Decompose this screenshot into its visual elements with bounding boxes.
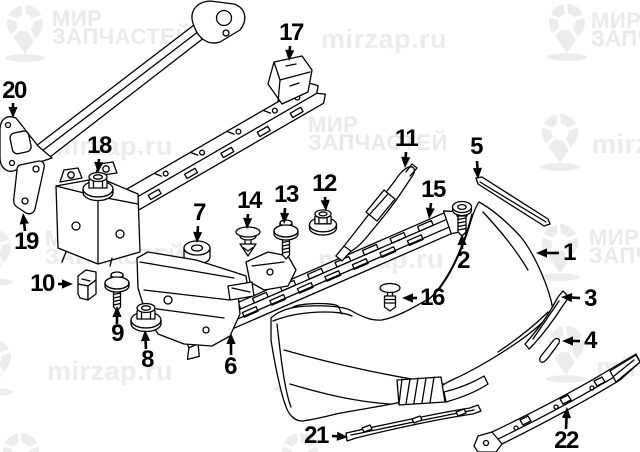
callout-arrow-head-13 [280,212,290,224]
callout-arrow-head-19 [19,213,29,225]
callout-arrow-head-14 [243,217,253,229]
callout-label-22: 22 [554,427,579,452]
callout-label-20: 20 [2,77,27,104]
part-22-diffuser-drawing [474,354,640,452]
callout-arrow-head-3 [561,292,573,303]
callout-label-11: 11 [394,125,419,152]
callout-label-6: 6 [224,353,237,380]
callout-arrow-stem-22 [564,417,568,430]
callout-arrow-head-10 [62,279,73,289]
part-1-bumper-cover-drawing [271,202,553,421]
callout-arrow-head-15 [425,207,435,219]
callout-label-16: 16 [420,284,445,311]
callout-arrow-head-5 [472,167,482,179]
callout-arrow-head-8 [140,330,151,342]
callout-label-21: 21 [304,422,329,449]
callout-arrow-head-16 [402,293,413,303]
callout-label-15: 15 [421,176,446,203]
callout-arrow-head-7 [193,231,203,243]
callout-arrow-head-17 [285,49,295,61]
callout-arrow-head-9 [112,306,122,317]
callout-arrow-head-18 [94,161,104,173]
callout-arrow-head-20 [8,107,18,118]
callout-arrow-head-22 [561,407,572,419]
callout-label-10: 10 [30,270,55,297]
callout-arrow-stem-15 [429,202,433,209]
callout-label-12: 12 [312,170,337,197]
callout-arrow-stem-19 [22,223,27,232]
callout-label-13: 13 [274,181,299,208]
callout-label-7: 7 [193,199,206,226]
part-21-trim-strip-drawing [346,405,481,441]
part-4-small-bracket-drawing [540,339,560,363]
part-19-plate-drawing [14,161,45,214]
callout-label-4: 4 [584,327,597,354]
part-5-strip-drawing [476,177,550,226]
callout-label-3: 3 [584,285,597,312]
callout-label-19: 19 [14,228,39,255]
callout-arrow-head-6 [226,333,236,344]
callout-arrow-head-1 [536,248,547,258]
callout-label-18: 18 [87,132,112,159]
callout-arrow-head-2 [457,234,467,245]
callout-arrow-head-4 [562,336,573,346]
part-20-strut-bar-drawing [0,1,245,171]
callout-label-9: 9 [111,320,124,347]
callout-label-14: 14 [237,187,262,214]
part-11-guide-bracket-drawing [336,164,417,261]
callout-arrow-head-11 [401,156,411,168]
callout-arrow-head-21 [336,431,348,441]
callout-arrow-head-12 [320,199,330,211]
callout-label-2: 2 [457,247,470,274]
callout-label-17: 17 [279,19,304,46]
part-10-clip-drawing [78,270,96,300]
part-17-reinforcement-drawing [56,56,329,266]
callout-label-8: 8 [141,346,154,373]
callout-label-1: 1 [563,239,576,266]
part-3-side-strip-drawing [525,291,569,349]
callout-label-5: 5 [470,133,483,160]
